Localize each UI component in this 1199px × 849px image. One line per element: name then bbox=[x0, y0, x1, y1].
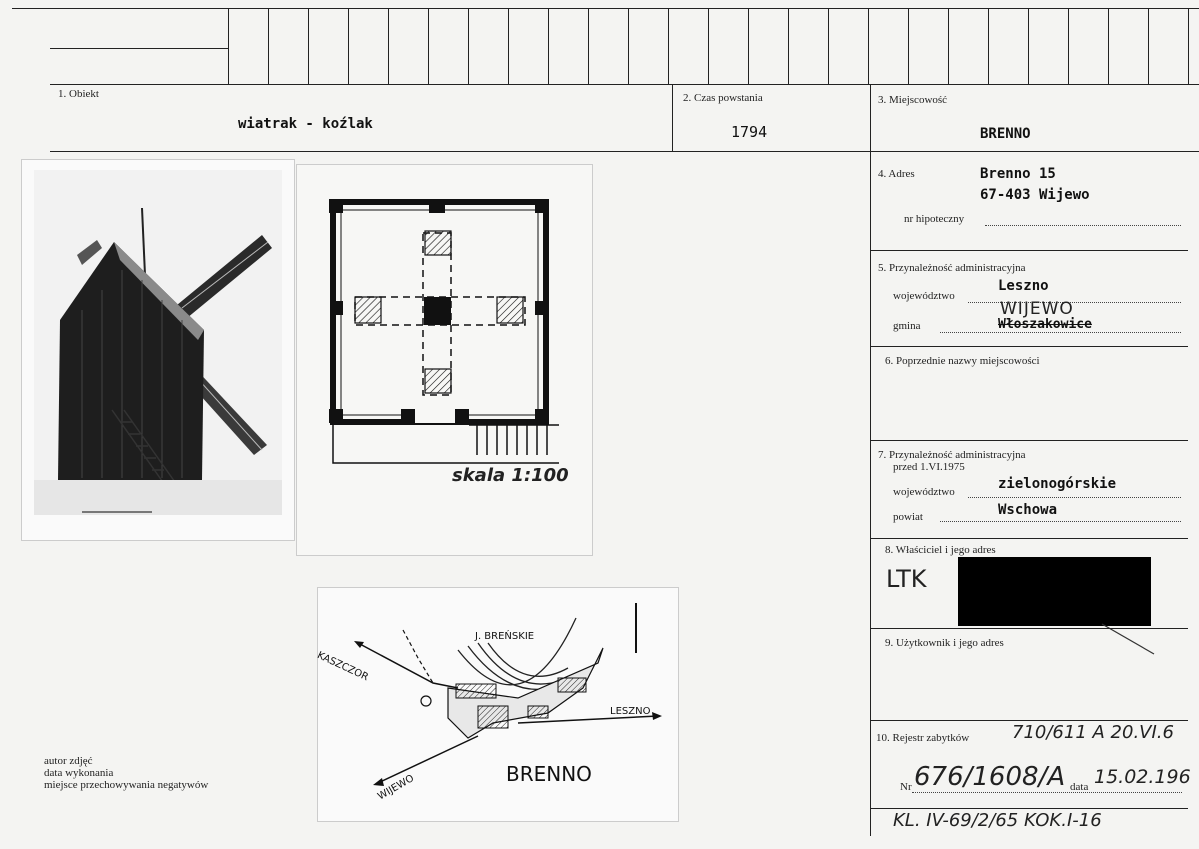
header-col-line bbox=[308, 8, 309, 84]
header-col-line bbox=[1188, 8, 1189, 84]
header-col-line bbox=[348, 8, 349, 84]
header-col-line bbox=[788, 8, 789, 84]
windmill-photo bbox=[22, 160, 294, 540]
header-col-line bbox=[548, 8, 549, 84]
row10-bottom-line bbox=[870, 808, 1188, 809]
wlasciciel-pen-stroke bbox=[1101, 623, 1155, 655]
header-col-line bbox=[828, 8, 829, 84]
header-col-line bbox=[1108, 8, 1109, 84]
row9-bottom-line bbox=[870, 720, 1188, 721]
adres-label: 4. Adres bbox=[878, 168, 915, 180]
wlasciciel-label: 8. Właściciel i jego adres bbox=[885, 544, 996, 556]
plan-scale: skala 1:100 bbox=[452, 465, 569, 486]
admin-przed-woj-label: województwo bbox=[893, 486, 955, 498]
admin-przed-powiat-value: Wschowa bbox=[998, 502, 1058, 518]
map-label-jezioro: J. BREŃSKIE bbox=[475, 631, 535, 642]
hipoteczny-label: nr hipoteczny bbox=[904, 213, 965, 225]
header-col-line bbox=[948, 8, 949, 84]
admin-przed-label: 7. Przynależność administracyjna bbox=[878, 449, 1026, 461]
hipoteczny-dotline bbox=[985, 225, 1181, 226]
uzytkownik-label: 9. Użytkownik i jego adres bbox=[885, 637, 1004, 649]
nr-value: 676/1608/A bbox=[914, 762, 1066, 792]
top-border bbox=[12, 8, 1199, 9]
map-label-leszno: LESZNO bbox=[610, 706, 651, 717]
col-divider-2 bbox=[870, 84, 871, 836]
admin-woj-dotline bbox=[968, 302, 1181, 303]
floor-plan-drawing bbox=[329, 199, 559, 464]
redaction-box bbox=[958, 557, 1151, 626]
meta-data: data wykonania bbox=[44, 767, 114, 779]
miejscowosc-value: BRENNO bbox=[980, 126, 1031, 142]
header-col-line bbox=[508, 8, 509, 84]
row4-bottom-line bbox=[870, 250, 1188, 251]
header-short-line bbox=[50, 48, 228, 49]
admin-gmina-value: Włoszakowice bbox=[998, 317, 1092, 332]
wlasciciel-value: LTK bbox=[886, 565, 927, 593]
meta-miejsce: miejsce przechowywania negatywów bbox=[44, 779, 209, 791]
rejestr-value: 710/611 A 20.VI.6 bbox=[1012, 722, 1174, 743]
header-col-line bbox=[748, 8, 749, 84]
floor-plan: skala 1:100 bbox=[297, 165, 592, 555]
admin-woj-label: województwo bbox=[893, 290, 955, 302]
header-col-line bbox=[1028, 8, 1029, 84]
data-label: data bbox=[1070, 781, 1089, 793]
admin-gmina-label: gmina bbox=[893, 320, 921, 332]
header-col-line bbox=[1148, 8, 1149, 84]
header-col-line bbox=[628, 8, 629, 84]
row7-bottom-line bbox=[870, 538, 1188, 539]
map-label-brenno: BRENNO bbox=[506, 762, 592, 786]
admin-przed-label2: przed 1.VI.1975 bbox=[893, 461, 965, 473]
header-col-line bbox=[868, 8, 869, 84]
header-col-line bbox=[268, 8, 269, 84]
admin-przed-powiat-label: powiat bbox=[893, 511, 923, 523]
header-col-line bbox=[468, 8, 469, 84]
meta-autor: autor zdjęć bbox=[44, 755, 93, 767]
header-col-line bbox=[588, 8, 589, 84]
header-col-line bbox=[1068, 8, 1069, 84]
header-col-line bbox=[428, 8, 429, 84]
header-col-line bbox=[668, 8, 669, 84]
header-col-line bbox=[388, 8, 389, 84]
data-value: 15.02.196 bbox=[1094, 766, 1191, 788]
footer-handwritten: KL. IV-69/2/65 KOK.I-16 bbox=[893, 810, 1102, 831]
obiekt-label: 1. Obiekt bbox=[58, 88, 99, 100]
header-col-line bbox=[228, 8, 229, 84]
admin-przed-woj-dotline bbox=[968, 497, 1181, 498]
row1-bottom-line bbox=[50, 151, 1199, 152]
windmill-illustration bbox=[22, 160, 294, 540]
header-col-line bbox=[988, 8, 989, 84]
miejscowosc-label: 3. Miejscowość bbox=[878, 94, 948, 106]
czas-value: 1794 bbox=[731, 123, 768, 141]
location-map-drawing bbox=[354, 603, 662, 786]
czas-label: 2. Czas powstania bbox=[683, 92, 763, 104]
admin-label: 5. Przynależność administracyjna bbox=[878, 262, 1026, 274]
header-col-line bbox=[708, 8, 709, 84]
row8-bottom-line bbox=[870, 628, 1188, 629]
row5-bottom-line bbox=[870, 346, 1188, 347]
header-bottom-line bbox=[50, 84, 1199, 85]
obiekt-value: wiatrak - koźlak bbox=[238, 116, 373, 132]
col-divider-1 bbox=[672, 84, 673, 151]
admin-woj-value: Leszno bbox=[998, 278, 1049, 294]
admin-przed-powiat-dotline bbox=[940, 521, 1181, 522]
header-col-line bbox=[908, 8, 909, 84]
adres-line1: Brenno 15 bbox=[980, 166, 1056, 182]
gmina-handwritten: WIJEWO bbox=[1000, 299, 1074, 319]
row6-bottom-line bbox=[870, 440, 1188, 441]
admin-przed-woj-value: zielonogórskie bbox=[998, 476, 1117, 492]
location-map: J. BREŃSKIE KASZCZOR LESZNO WIJEWO BRENN… bbox=[315, 588, 678, 821]
rejestr-label: 10. Rejestr zabytków bbox=[876, 732, 970, 744]
adres-line2: 67-403 Wijewo bbox=[980, 187, 1090, 203]
poprzednie-label: 6. Poprzednie nazwy miejscowości bbox=[885, 355, 1040, 367]
admin-gmina-dotline bbox=[940, 332, 1181, 333]
nr-dotline bbox=[912, 792, 1182, 793]
nr-label: Nr bbox=[900, 781, 912, 793]
